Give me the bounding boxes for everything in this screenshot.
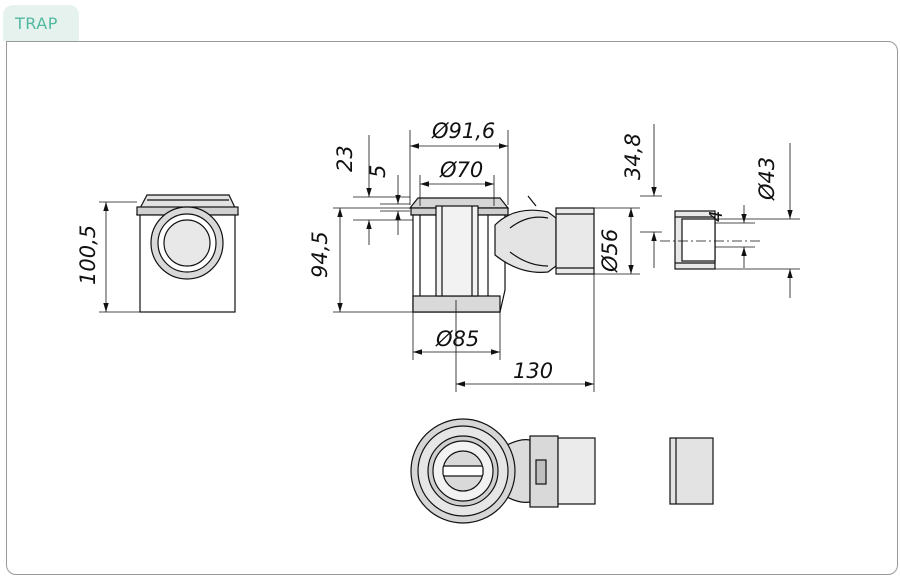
dia-70-label: Ø70 [439,158,483,182]
dim-5-label: 5 [366,165,390,178]
height-section-label: 94,5 [308,231,332,278]
height-side-label: 100,5 [76,225,100,285]
dia-56-label: Ø56 [598,229,622,273]
dim-23-label: 23 [333,145,357,172]
length-130-label: 130 [513,359,553,383]
dia-91-6-label: Ø91,6 [431,119,495,143]
section-view [408,195,595,313]
dim-34-8-label: 34,8 [621,133,645,180]
sleeve-view [674,210,716,270]
trap-tab[interactable]: TRAP [3,5,79,41]
dia-85-label: Ø85 [435,327,479,351]
top-view [410,418,596,524]
dia-43-label: Ø43 [755,157,779,201]
section-dimension-lines [333,124,662,392]
top-sleeve-view [669,437,714,505]
sleeve-dimension-lines [660,143,800,298]
side-view [99,194,239,313]
trap-tab-label: TRAP [15,14,58,33]
dim-4-label: 4 [706,211,727,222]
